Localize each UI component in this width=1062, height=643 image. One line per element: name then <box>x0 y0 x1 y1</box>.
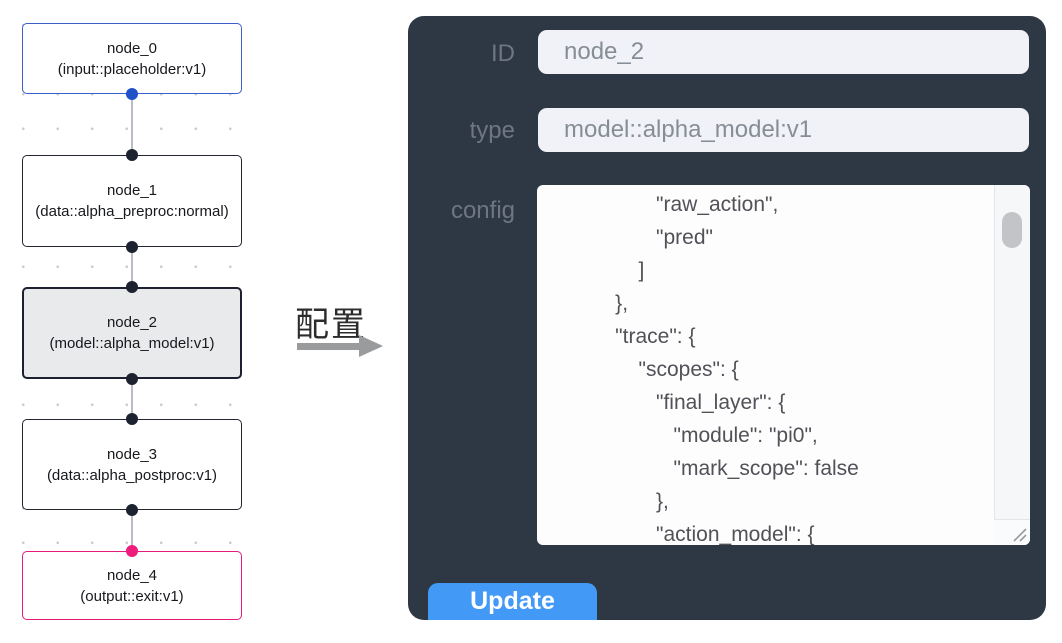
edge-node0-node1 <box>131 94 133 155</box>
right-arrow-head-icon <box>359 335 383 357</box>
node-3-title: node_3 <box>106 445 158 463</box>
node-4-type: (output::exit:v1) <box>80 587 184 605</box>
node-0-type: (input::placeholder:v1) <box>57 60 207 78</box>
edge-node1-node2 <box>131 247 133 287</box>
resize-grip-icon[interactable] <box>1008 523 1028 543</box>
node-3-source-port[interactable] <box>126 504 138 516</box>
node-2-target-port[interactable] <box>126 281 138 293</box>
config-field-label: config <box>450 197 515 224</box>
node-1-type: (data::alpha_preproc:normal) <box>35 203 229 220</box>
node-1-title: node_1 <box>106 182 158 199</box>
node-2-type: (model::alpha_model:v1) <box>49 335 215 352</box>
node-0[interactable]: node_0 (input::placeholder:v1) <box>22 23 242 94</box>
node-config-panel: ID type config "raw_action", "pred" ] },… <box>408 16 1046 620</box>
type-field-label: type <box>469 117 515 144</box>
edge-node2-node3 <box>131 379 133 419</box>
node-0-title: node_0 <box>106 39 158 57</box>
config-json-text: "raw_action", "pred" ] }, "trace": { "sc… <box>615 193 859 545</box>
right-arrow-icon <box>297 343 359 350</box>
node-4-title: node_4 <box>106 566 158 584</box>
node-0-source-port[interactable] <box>126 88 138 100</box>
config-canvas: ID type config "raw_action", "pred" ] },… <box>393 0 1062 643</box>
edge-node3-node4 <box>131 510 133 551</box>
node-4[interactable]: node_4 (output::exit:v1) <box>22 551 242 620</box>
id-field-label: ID <box>491 40 515 67</box>
type-input[interactable] <box>538 108 1029 152</box>
id-input[interactable] <box>538 30 1029 74</box>
flow-canvas: node_0 (input::placeholder:v1) node_1 (d… <box>0 0 262 643</box>
node-1[interactable]: node_1 (data::alpha_preproc:normal) <box>22 155 242 247</box>
node-1-source-port[interactable] <box>126 241 138 253</box>
config-scrollbar-thumb[interactable] <box>1002 212 1022 248</box>
update-button[interactable]: Update <box>428 583 597 620</box>
node-2-title: node_2 <box>106 314 158 331</box>
node-2[interactable]: node_2 (model::alpha_model:v1) <box>22 287 242 379</box>
node-3-type: (data::alpha_postproc:v1) <box>46 466 218 484</box>
node-3-target-port[interactable] <box>126 413 138 425</box>
node-3[interactable]: node_3 (data::alpha_postproc:v1) <box>22 419 242 510</box>
configure-label: 配置 <box>295 306 367 344</box>
config-textarea[interactable]: "raw_action", "pred" ] }, "trace": { "sc… <box>537 185 1030 545</box>
node-1-target-port[interactable] <box>126 149 138 161</box>
node-2-source-port[interactable] <box>126 373 138 385</box>
node-4-target-port[interactable] <box>126 545 138 557</box>
